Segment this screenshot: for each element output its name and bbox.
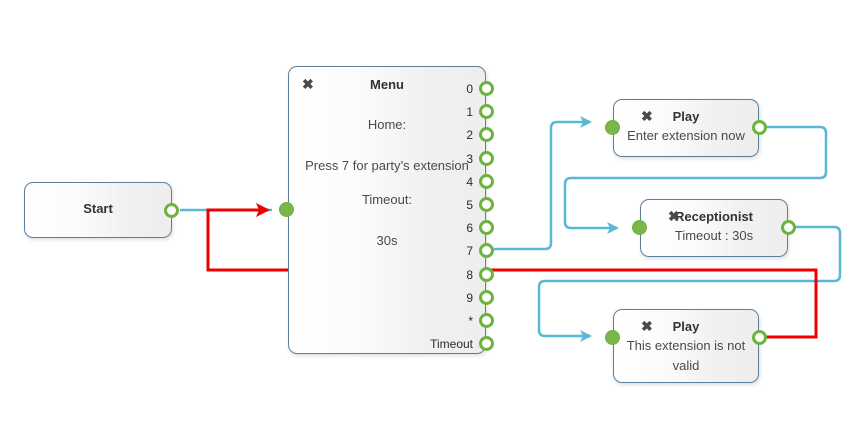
port-menu-5[interactable] (479, 197, 494, 212)
port-menu-0[interactable] (479, 81, 494, 96)
port-label-5: 5 (466, 198, 473, 212)
node-play-invalid-extension[interactable]: ✖ Play This extension is not valid (613, 309, 759, 383)
port-menu-*[interactable] (479, 313, 494, 328)
port-menu-2[interactable] (479, 127, 494, 143)
port-menu-3[interactable] (479, 150, 494, 166)
port-label-9: 9 (466, 290, 473, 305)
node-menu-line3: Timeout: (361, 192, 413, 207)
port-menu-6[interactable] (479, 220, 494, 236)
close-icon[interactable]: ✖ (641, 108, 653, 124)
node-start-title: Start (83, 201, 113, 216)
port-label-0: 0 (466, 82, 473, 96)
port-menu-timeout[interactable] (479, 336, 494, 352)
close-icon[interactable]: ✖ (302, 76, 314, 92)
port-play1-input[interactable] (605, 120, 620, 135)
wire-menu7-to-play1 (494, 116, 592, 251)
node-play1-title: Play (672, 109, 700, 124)
port-label-timeout: Timeout (430, 337, 473, 352)
close-icon[interactable]: ✖ (668, 208, 680, 224)
port-play1-output[interactable] (752, 120, 767, 135)
node-receptionist[interactable]: ✖ Receptionist Timeout : 30s (640, 199, 788, 257)
port-label-*: * (468, 314, 473, 328)
port-label-4: 4 (466, 174, 473, 189)
node-play2-body-line1: This extension is not (626, 338, 746, 353)
port-receptionist-input[interactable] (632, 220, 647, 235)
port-menu-input[interactable] (279, 202, 294, 217)
node-menu-title: Menu (370, 77, 404, 92)
port-play2-output[interactable] (752, 330, 767, 345)
node-play2-title: Play (672, 319, 700, 334)
port-menu-9[interactable] (479, 289, 494, 305)
close-icon[interactable]: ✖ (641, 318, 653, 334)
port-label-1: 1 (466, 105, 473, 120)
node-play1-body: Enter extension now (627, 128, 745, 143)
node-start[interactable]: Start (24, 182, 172, 238)
port-receptionist-output[interactable] (781, 220, 796, 235)
port-start-output[interactable] (164, 203, 179, 218)
node-play-enter-extension[interactable]: ✖ Play Enter extension now (613, 99, 759, 157)
node-play2-body-line2: valid (672, 358, 700, 373)
node-menu-line2: Press 7 for party’s extension (305, 158, 469, 173)
node-receptionist-body: Timeout : 30s (674, 228, 754, 243)
port-label-3: 3 (466, 151, 473, 166)
port-menu-4[interactable] (479, 173, 494, 189)
port-label-6: 6 (466, 221, 473, 236)
port-label-8: 8 (466, 267, 473, 282)
port-play2-input[interactable] (605, 330, 620, 345)
port-menu-7[interactable] (479, 243, 494, 259)
port-menu-8[interactable] (479, 266, 494, 282)
node-receptionist-title: Receptionist (674, 209, 753, 224)
node-menu-line1: Home: (367, 117, 407, 132)
port-label-7: 7 (466, 244, 473, 259)
port-label-2: 2 (466, 128, 473, 143)
port-menu-1[interactable] (479, 104, 494, 120)
